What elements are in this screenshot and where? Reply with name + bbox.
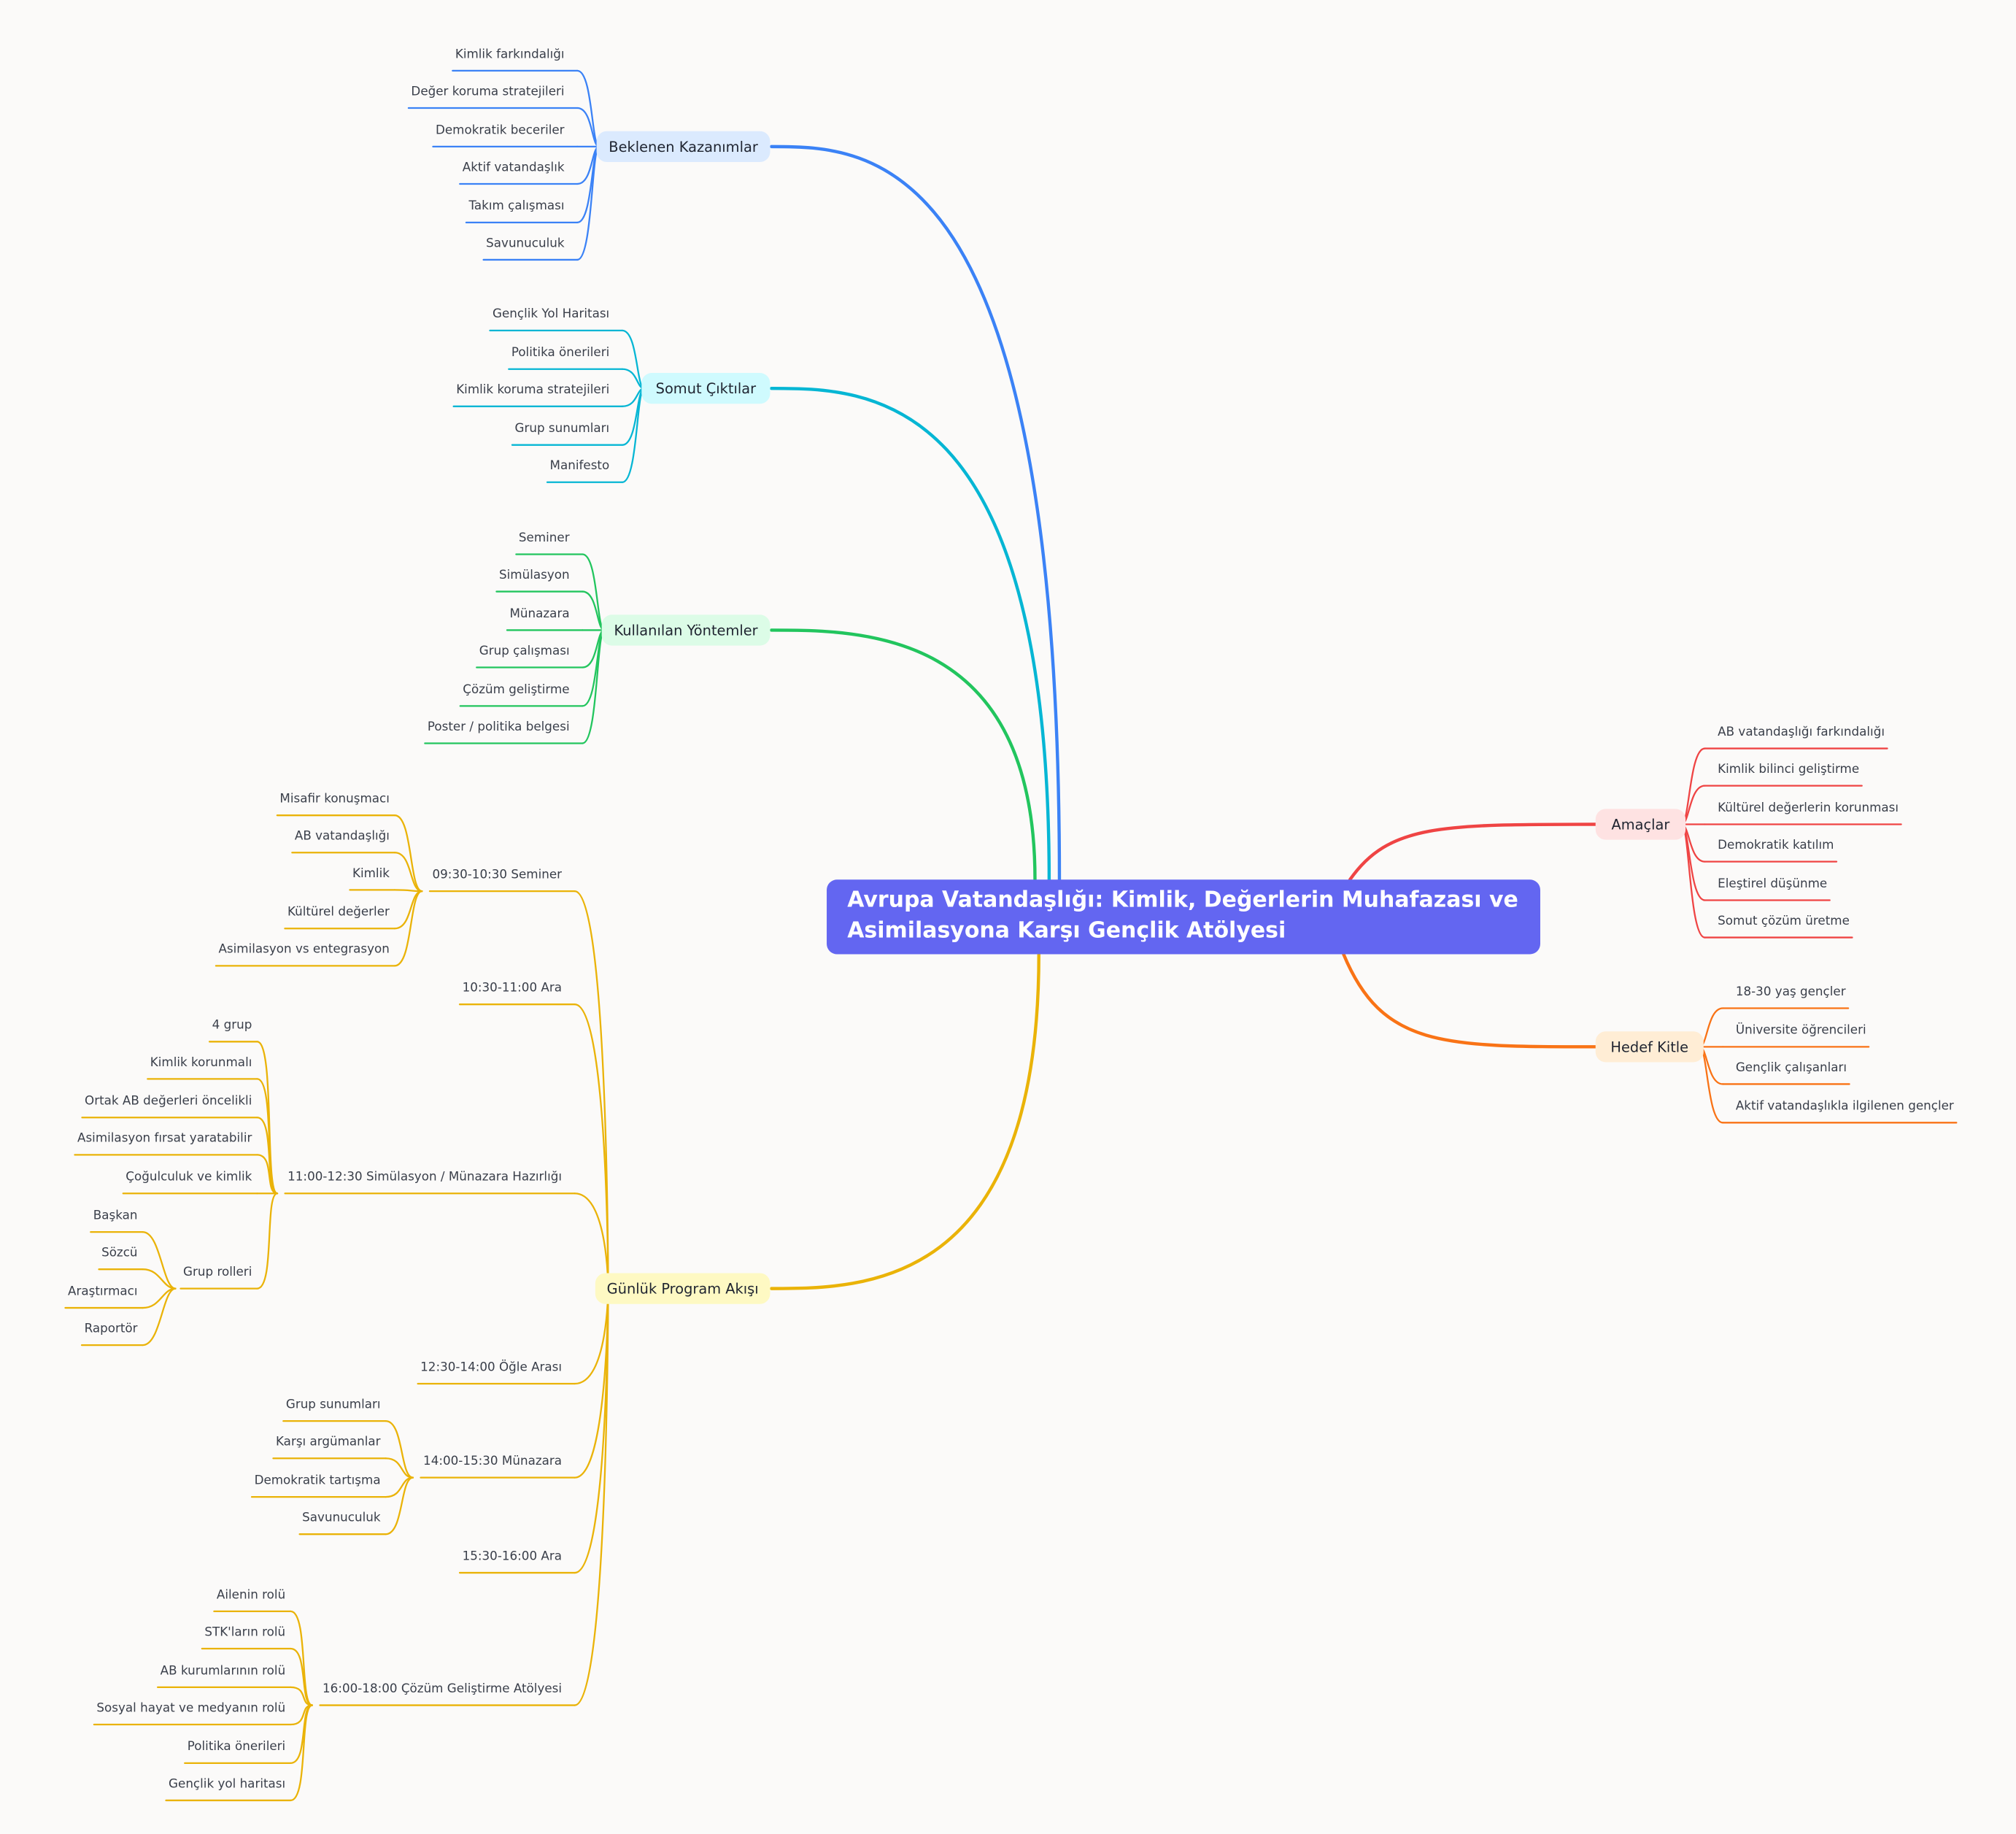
connector-line [290, 1686, 314, 1706]
connector-line [393, 814, 423, 893]
leaf-beklenen-5[interactable]: Savunuculuk [486, 236, 565, 251]
program-slot-2[interactable]: 11:00-12:30 Simülasyon / Münazara Hazırl… [287, 1170, 563, 1184]
program-slot-6-item-0[interactable]: Ailenin rolü [216, 1588, 286, 1603]
connector-line [256, 1154, 279, 1195]
connector-line [770, 145, 1062, 882]
leaf-beklenen-4[interactable]: Takım çalışması [468, 199, 565, 214]
branch-somut[interactable]: Somut Çıktılar [641, 373, 771, 404]
leaf-yontemler-0[interactable]: Seminer [518, 531, 570, 546]
leaf-somut-2[interactable]: Kimlik koruma stratejileri [456, 383, 610, 398]
connector-line [256, 1117, 279, 1195]
branch-yontemler[interactable]: Kullanılan Yöntemler [601, 614, 771, 646]
leaf-hedef-3[interactable]: Aktif vatandaşlıkla ilgilenen gençler [1735, 1099, 1954, 1114]
program-slot-4-item-3[interactable]: Savunuculuk [302, 1511, 381, 1525]
connector-line [290, 1704, 314, 1764]
program-role-0[interactable]: Başkan [93, 1209, 138, 1223]
connector-line [393, 890, 423, 930]
program-role-2[interactable]: Araştırmacı [68, 1284, 138, 1299]
program-slot-5[interactable]: 15:30-16:00 Ara [462, 1549, 563, 1564]
leaf-amaclar-2[interactable]: Kültürel değerlerin korunması [1718, 801, 1899, 816]
program-slot-3[interactable]: 12:30-14:00 Öğle Arası [420, 1360, 563, 1375]
branch-amaclar[interactable]: Amaçlar [1595, 809, 1686, 840]
program-slot-2-item-2[interactable]: Ortak AB değerleri öncelikli [85, 1094, 252, 1109]
connector-line [1699, 1046, 1724, 1124]
leaf-amaclar-3[interactable]: Demokratik katılım [1718, 838, 1834, 853]
program-slot-1[interactable]: 10:30-11:00 Ara [462, 981, 563, 995]
program-slot-0-item-2[interactable]: Kimlik [352, 866, 390, 882]
program-slot-4-item-0[interactable]: Grup sunumları [285, 1398, 381, 1412]
leaf-yontemler-3[interactable]: Grup çalışması [479, 644, 570, 659]
leaf-somut-1[interactable]: Politika önerileri [511, 346, 610, 361]
leaf-amaclar-0[interactable]: AB vatandaşlığı farkındalığı [1718, 725, 1885, 740]
connector-line [393, 852, 423, 893]
connector-line [573, 1287, 609, 1706]
program-slot-6-item-4[interactable]: Politika önerileri [187, 1740, 286, 1754]
connector-line [142, 1287, 177, 1346]
program-slot-6[interactable]: 16:00-18:00 Çözüm Geliştirme Atölyesi [323, 1681, 563, 1697]
leaf-beklenen-1[interactable]: Değer koruma stratejileri [411, 85, 565, 99]
connector-line [573, 1003, 609, 1290]
leaf-beklenen-2[interactable]: Demokratik beceriler [435, 123, 565, 138]
program-slot-6-item-2[interactable]: AB kurumlarının rolü [160, 1664, 286, 1679]
leaf-amaclar-4[interactable]: Eleştirel düşünme [1718, 876, 1828, 892]
connector-line [290, 1647, 314, 1706]
leaf-hedef-0[interactable]: 18-30 yaş gençler [1735, 985, 1846, 1000]
connector-line [770, 628, 1037, 882]
program-slot-0[interactable]: 09:30-10:30 Seminer [432, 868, 563, 882]
connector-line [290, 1704, 314, 1802]
connector-line [142, 1268, 177, 1290]
connector-line [385, 1457, 414, 1479]
leaf-yontemler-5[interactable]: Poster / politika belgesi [427, 720, 570, 735]
connector-line [290, 1610, 314, 1706]
connector-line [1348, 822, 1597, 882]
connector-line [1342, 952, 1597, 1049]
leaf-beklenen-0[interactable]: Kimlik farkındalığı [455, 47, 565, 62]
program-slot-2-item-1[interactable]: Kimlik korunmalı [150, 1055, 252, 1071]
program-slot-0-item-4[interactable]: Asimilasyon vs entegrasyon [218, 942, 390, 958]
leaf-hedef-2[interactable]: Gençlik çalışanları [1735, 1060, 1847, 1076]
program-slot-0-item-0[interactable]: Misafir konuşmacı [279, 792, 390, 806]
leaf-somut-3[interactable]: Grup sunumları [514, 421, 610, 436]
leaf-somut-0[interactable]: Gençlik Yol Haritası [493, 307, 610, 322]
leaf-yontemler-4[interactable]: Çözüm geliştirme [463, 682, 570, 698]
program-slot-4[interactable]: 14:00-15:30 Münazara [423, 1454, 563, 1469]
program-group-roles[interactable]: Grup rolleri [183, 1265, 252, 1280]
leaf-amaclar-5[interactable]: Somut çözüm üretme [1718, 914, 1850, 929]
program-slot-2-item-3[interactable]: Asimilasyon fırsat yaratabilir [77, 1131, 252, 1147]
branch-program[interactable]: Günlük Program Akışı [595, 1273, 771, 1304]
program-slot-0-item-1[interactable]: AB vatandaşlığı [294, 829, 390, 844]
program-slot-6-item-3[interactable]: Sosyal hayat ve medyanın rolü [96, 1701, 286, 1716]
leaf-yontemler-1[interactable]: Simülasyon [499, 568, 570, 583]
leaf-somut-4[interactable]: Manifesto [549, 459, 610, 474]
connector-line [573, 890, 609, 1290]
program-slot-6-item-5[interactable]: Gençlik yol haritası [169, 1777, 286, 1792]
program-slot-0-item-3[interactable]: Kültürel değerler [287, 905, 390, 920]
leaf-yontemler-2[interactable]: Münazara [509, 606, 570, 622]
program-slot-6-item-1[interactable]: STK'ların rolü [204, 1625, 286, 1640]
program-slot-4-item-1[interactable]: Karşı argümanlar [275, 1435, 381, 1449]
root-title-line-2: Asimilasyona Karşı Gençlik Atölyesi [847, 918, 1286, 944]
connector-line [770, 952, 1040, 1290]
connector-line [393, 890, 423, 967]
connector-line [621, 329, 645, 390]
program-role-3[interactable]: Raportör [84, 1322, 138, 1336]
connector-line [142, 1230, 177, 1290]
connector-line [385, 1476, 414, 1536]
connector-line [385, 1419, 414, 1479]
connector-line [256, 1193, 279, 1290]
program-slot-4-item-2[interactable]: Demokratik tartışma [254, 1473, 381, 1488]
leaf-amaclar-1[interactable]: Kimlik bilinci geliştirme [1718, 762, 1860, 777]
branch-beklenen[interactable]: Beklenen Kazanımlar [596, 131, 771, 163]
program-slot-2-item-4[interactable]: Çoğulculuk ve kimlik [125, 1170, 252, 1184]
root-topic[interactable]: Avrupa Vatandaşlığı: Kimlik, Değerlerin … [827, 879, 1540, 955]
root-title-line-1: Avrupa Vatandaşlığı: Kimlik, Değerlerin … [847, 887, 1518, 914]
leaf-beklenen-3[interactable]: Aktif vatandaşlık [462, 161, 565, 175]
program-slot-2-item-0[interactable]: 4 grup [212, 1018, 252, 1033]
branch-hedef[interactable]: Hedef Kitle [1595, 1031, 1704, 1063]
leaf-hedef-1[interactable]: Üniversite öğrencileri [1735, 1023, 1866, 1039]
program-role-1[interactable]: Sözcü [101, 1246, 138, 1260]
connector-line [770, 386, 1051, 882]
